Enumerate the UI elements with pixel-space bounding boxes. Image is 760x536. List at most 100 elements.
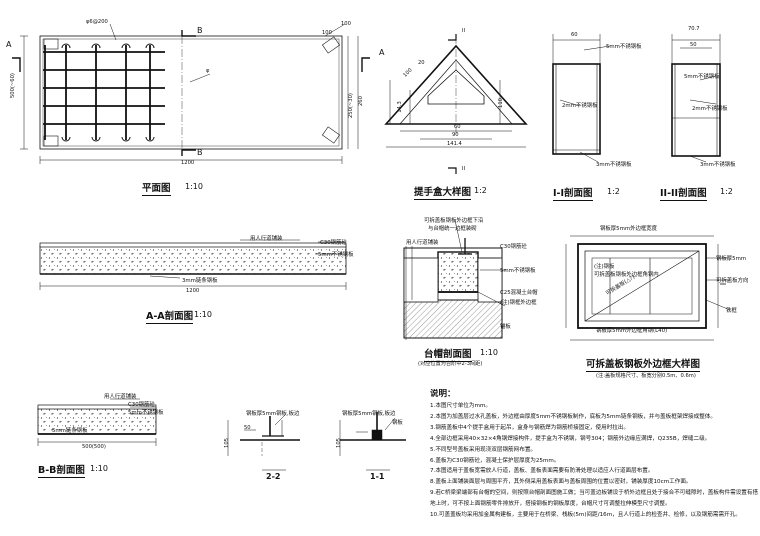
frame-subtitle: (注:盖板规格尺寸、板宽分别0.5m、0.6m) [596,373,696,379]
secb-label-4: 5mm链条钢板 [52,428,88,434]
plan-mark-b-top: B [197,26,203,35]
cap-label-4: C30钢筋砼 [500,244,527,250]
detail-2-2-view [227,414,300,471]
frame-label-1: 钢板厚5mm外边框宽度 [600,226,658,232]
sec2-title: II-II剖面图 [660,188,707,201]
s22-dim-2: 50 [244,425,251,431]
sec2-scale: 1:2 [720,187,733,196]
s11-label-2: 钢板 [392,420,403,426]
section-b-b-view [37,398,157,446]
secb-label-3: 5mm不锈钢板 [128,410,164,416]
handle-scale: 1:2 [474,186,487,195]
sec1-title: I-I剖面图 [553,188,593,201]
note-item-10: 10.可盖盖板均采用加金属构建板，主要用于在桥梁、栈板(5m)间距/16m，且人… [430,512,741,519]
handle-section-mark-top: II [462,28,466,34]
sec2-label-2: 2mm不锈钢板 [692,106,728,112]
frame-label-2: (注)钢板 [594,264,615,270]
notes-block: 说明： 1.本图尺寸单位为mm。 2.本图为加盖层过水孔盖板，外边框由厚度5mm… [430,389,758,521]
frame-label-4: 钢板厚5mm外边框角钢(L40) [596,328,668,334]
handle-dim-6: 141.4 [447,141,462,147]
sec1-label-2: 2mm不锈钢板 [562,103,598,109]
cap-label-8: 锚板 [500,324,511,330]
plan-width-dim: 1200 [181,160,195,166]
plan-view [12,23,370,164]
frame-label-9: 铁框 [726,308,737,314]
note-item-3: 3.钢筋盖板中4个提手盒用于起吊，盒身与钢筋焊为钢筋桥接固定，使用时拉出。 [430,424,630,431]
cap-scale: 1:10 [480,348,498,357]
s11-dim-1: 105 [335,438,342,448]
s11-title: 1-1 [370,472,385,481]
frame-title: 可拆盖板钢板外边框大样图 [586,359,701,372]
section-a-a-view [39,239,347,290]
cap-label-6: C25混凝土台帽 [500,290,538,296]
note-item-9: 9.若C桥梁梁端部有台帽的空间，则按照台帽剖面图施工做；当可盖边板铺设于桥外边框… [430,490,758,497]
sec2-label-1: 5mm不锈钢板 [684,74,720,80]
s11-label-1: 钢板厚5mm钢板,板边 [342,411,396,417]
frame-detail-view [565,235,731,341]
frame-label-3: 钢板厚5mm [716,256,747,262]
plan-scale: 1:10 [185,182,203,191]
s22-label: 钢板厚5mm钢板,板边 [246,411,300,417]
seca-title: A-A剖面图 [146,311,194,324]
cap-subtitle: (对应位置为台阶中2-3间距) [418,361,483,367]
handle-dim-3: 110 [497,98,504,108]
plan-right-dim: 250(~30) [348,93,354,118]
plan-hook-label: φ [206,68,210,74]
seca-label-2: C30钢筋砼 [320,240,347,246]
secb-scale: 1:10 [90,464,108,473]
sec2-label-3: 3mm不锈钢板 [700,162,736,168]
sec2-dim-top-2: 50 [690,42,697,48]
note-item-4: 4.全部边框采用40×32×4角钢焊接构件，提手盒为不锈钢，钢号304；钢筋外边… [430,435,711,442]
sec2-dim-top: 70.7 [688,26,700,32]
handle-dim-2: 14.3 [396,101,403,113]
cap-label-2: 与台帽统一边框装砌 [428,226,477,232]
s22-title: 2-2 [266,472,281,481]
note-item-2: 2.本图为加盖层过水孔盖板，外边框由厚度5mm不锈钢板制作，底板为5mm链条钢板… [430,413,716,420]
seca-scale: 1:10 [194,310,212,319]
plan-mark-a-left: A [6,40,12,49]
note-item-9b: 地上时，可不按上面钢筋零件排放开，搭接钢板的钢板厚度，台帽尺寸可调整拉伸模型尺寸… [430,501,671,508]
plan-mark-b-bottom: B [197,148,203,157]
sec1-dim-top: 60 [571,32,578,38]
secb-dim-1: 500(500) [82,444,106,450]
note-item-6: 6.盖板为C30钢筋砼，混凝土保护层厚度为25mm。 [430,457,560,464]
note-item-5: 5.不同型号盖板采用现浇双层钢筋网布置。 [430,446,537,453]
seca-dim: 1200 [186,288,200,294]
plan-mark-a-right: A [379,48,385,57]
secb-label-2: C30钢筋砼 [128,402,155,408]
section-1-1-view [552,34,611,163]
cap-label-7: (注)钢框外边框 [500,300,537,306]
s22-dim-1: 105 [223,438,230,448]
handle-dim-5: 90 [452,132,459,138]
plan-dim-top-right: 100 [322,30,332,36]
cap-label-5: 5mm不锈钢板 [500,268,536,274]
handle-dim-4: 60 [454,124,461,130]
sec1-label-3: 3mm不锈钢板 [596,162,632,168]
cap-label-1: 可拆盖板钢板外边框下沿 [424,218,484,224]
note-item-7: 7.本图适用于盖板宽需放人行道，盖板、盖板表面需要有防滑处理以适应人行道面层布置… [430,468,654,475]
plan-rebar-label: φ6@200 [86,19,108,25]
note-item-8: 8.盖板上面铺装面层与周围平齐，其外侧采用盖板表面与盖板周围的位置以密封，铺装厚… [430,479,692,486]
sec1-label-1: 5mm不锈钢板 [606,44,642,50]
handle-dim-7: 20 [418,60,425,66]
notes-heading: 说明： [430,389,456,399]
secb-label-1: 用人行道铺装 [104,394,137,400]
frame-label-5: 可拆盖板钢板外边框角钢内 [594,272,659,278]
detail-1-1-view [339,412,406,471]
note-item-1: 1.本图尺寸单位为mm。 [430,403,491,409]
handle-box-view [384,34,528,174]
cap-section-view [403,219,506,340]
plan-dim-top-right-2: 100 [341,21,351,27]
seca-label-1: 用人行道铺装 [250,236,283,242]
plan-height-dim: 500(~60) [10,73,16,98]
seca-label-3: 5mm不锈钢板 [318,252,354,258]
handle-title: 提手盒大样图 [414,187,472,200]
cap-label-3: 用人行道铺装 [406,240,439,246]
section-2-2-view [671,34,721,163]
frame-label-6: 可拆盖板方向 [716,278,749,284]
secb-title: B-B剖面图 [38,465,85,478]
sec1-scale: 1:2 [607,187,620,196]
cap-title: 台帽剖面图 [424,349,472,362]
